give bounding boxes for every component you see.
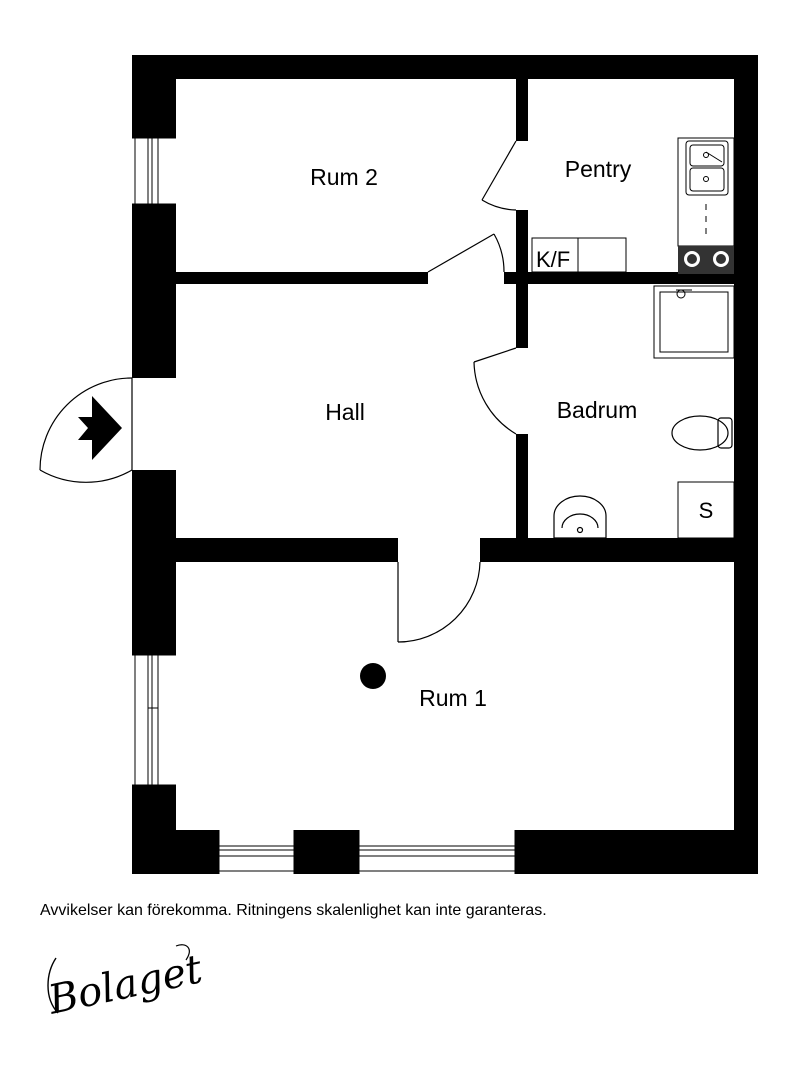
wall-hall-rum1-right bbox=[480, 538, 734, 562]
storage-cabinet bbox=[677, 481, 735, 539]
washbasin-icon bbox=[553, 495, 607, 539]
room-label-rum1: Rum 1 bbox=[419, 685, 487, 711]
wall-hall-bath-lower bbox=[516, 434, 528, 538]
door-hall-rum1 bbox=[397, 561, 481, 643]
room-label-rum2: Rum 2 bbox=[310, 164, 378, 190]
room-label-pentry: Pentry bbox=[565, 156, 632, 182]
window-rum1-bottom-left bbox=[218, 830, 295, 874]
wall-rum2-pentry-upper bbox=[516, 79, 528, 141]
entrance-door bbox=[39, 377, 133, 483]
storage-label: S bbox=[699, 498, 714, 523]
wall-top bbox=[132, 55, 758, 79]
room-label-hall: Hall bbox=[325, 399, 365, 425]
fridge-freezer bbox=[531, 237, 627, 273]
disclaimer-text: Avvikelser kan förekomma. Ritningens ska… bbox=[40, 902, 547, 919]
wall-rum2-pentry-lower bbox=[516, 210, 528, 284]
column-icon bbox=[360, 663, 386, 689]
wall-right bbox=[734, 55, 758, 874]
entrance-opening bbox=[132, 378, 176, 470]
entrance-arrow-icon bbox=[78, 396, 122, 460]
fridge-freezer-label: K/F bbox=[536, 247, 570, 272]
kitchen-counter bbox=[677, 137, 735, 247]
door-hall-rum2 bbox=[427, 233, 505, 273]
wall-hall-bath-upper bbox=[516, 284, 528, 348]
door-hall-badrum bbox=[473, 347, 517, 435]
outer-walls bbox=[132, 55, 758, 874]
toilet-icon bbox=[671, 415, 733, 451]
wall-pentry-bath bbox=[504, 272, 734, 284]
sink-icon bbox=[685, 140, 729, 196]
wall-hall-rum1-left bbox=[176, 538, 398, 562]
shower-icon bbox=[653, 285, 735, 359]
door-rum2-pentry bbox=[481, 140, 517, 211]
brand-logo-text: Bolaget bbox=[44, 946, 206, 1024]
room-label-badrum: Badrum bbox=[557, 397, 638, 423]
interior-walls bbox=[176, 79, 734, 562]
window-rum1-bottom-right bbox=[358, 830, 516, 874]
window-rum2 bbox=[132, 137, 176, 205]
window-rum1-left bbox=[132, 654, 176, 786]
stove-icon bbox=[678, 246, 734, 274]
wall-rum2-hall bbox=[176, 272, 428, 284]
brand-logo: Bolaget bbox=[44, 944, 206, 1024]
